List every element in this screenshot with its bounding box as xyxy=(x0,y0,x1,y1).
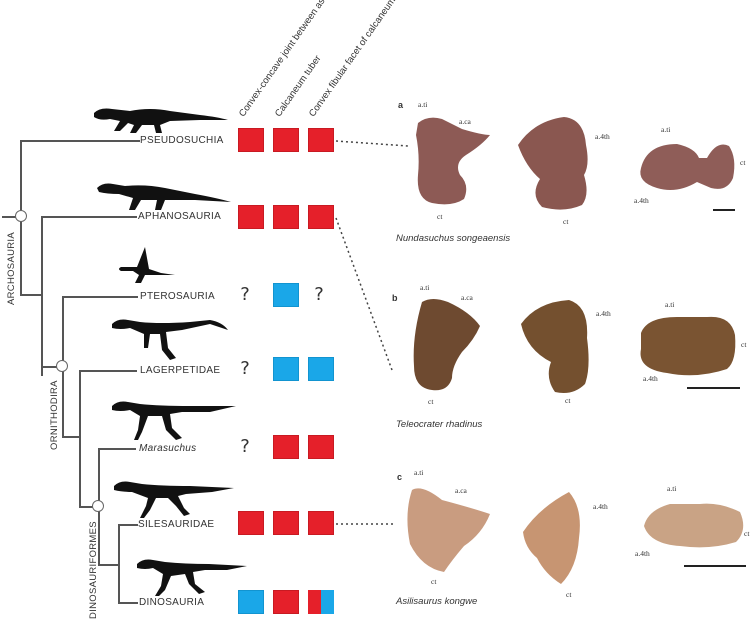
cell-aphanosauria-joint xyxy=(238,205,264,229)
dotted-connectors xyxy=(335,140,409,525)
scale-bar-a xyxy=(713,209,735,211)
cell-pterosauria-tuber xyxy=(273,283,299,307)
clade-label-archosauria: ARCHOSAURIA xyxy=(6,232,17,305)
taxon-label-lagerpetidae: LAGERPETIDAE xyxy=(140,365,221,376)
astragalus-view3-c xyxy=(644,503,744,548)
astragalus-view1-a xyxy=(416,117,490,205)
species-label-c: Asilisaurus kongwe xyxy=(396,596,478,607)
cell-silesauridae-joint xyxy=(238,511,264,535)
astragalus-view3-a xyxy=(640,144,735,190)
astragalus-view2-b xyxy=(521,300,589,393)
panel-letter-a: a xyxy=(398,100,404,110)
lagerpetid-silhouette-icon xyxy=(112,319,228,360)
species-label-a: Nundasuchus songeaensis xyxy=(396,233,511,244)
clade-label-dinosauriformes: DINOSAURIFORMES xyxy=(88,521,99,619)
node-ornithodira xyxy=(56,360,68,372)
pterosaur-silhouette-icon xyxy=(119,247,175,283)
astragalus-view2-a xyxy=(518,117,588,210)
taxon-label-silesauridae: SILESAURIDAE xyxy=(138,519,215,530)
clade-label-ornithodira: ORNITHODIRA xyxy=(49,380,60,450)
cell-pseudosuchia-facet xyxy=(308,128,334,152)
aphanosaur-silhouette-icon xyxy=(97,183,231,210)
cell-silesauridae-tuber xyxy=(273,511,299,535)
astragalus-view1-c xyxy=(407,488,490,572)
astragalus-view3-b xyxy=(640,316,736,376)
taxon-label-aphanosauria: APHANOSAURIA xyxy=(138,211,222,222)
scale-bar-c xyxy=(684,565,746,567)
cell-dinosauria-tuber xyxy=(273,590,299,614)
taxon-label-pseudosuchia: PSEUDOSUCHIA xyxy=(140,135,224,146)
node-dinosauriformes xyxy=(92,500,104,512)
cell-marasuchus-facet xyxy=(308,435,334,459)
marasuchus-silhouette-icon xyxy=(112,401,236,440)
astragalus-view2-c xyxy=(523,492,580,584)
scale-bar-b xyxy=(687,387,740,389)
panel-letter-b: b xyxy=(392,293,398,303)
cell-marasuchus-tuber xyxy=(273,435,299,459)
cell-silesauridae-facet xyxy=(308,511,334,535)
cell-pterosauria-facet-unknown: ? xyxy=(314,284,324,305)
cell-pseudosuchia-joint xyxy=(238,128,264,152)
node-archosauria xyxy=(15,210,27,222)
cell-marasuchus-joint-unknown: ? xyxy=(240,436,250,457)
cell-pseudosuchia-tuber xyxy=(273,128,299,152)
taxon-label-dinosauria: DINOSAURIA xyxy=(139,597,205,608)
cell-aphanosauria-tuber xyxy=(273,205,299,229)
cell-dinosauria-facet-polymorphic xyxy=(308,590,334,614)
cell-dinosauria-joint xyxy=(238,590,264,614)
species-label-b: Teleocrater rhadinus xyxy=(396,419,483,430)
silesaurid-silhouette-icon xyxy=(114,481,234,518)
cell-lagerpetidae-facet xyxy=(308,357,334,381)
cell-pterosauria-joint-unknown: ? xyxy=(240,284,250,305)
cell-lagerpetidae-joint-unknown: ? xyxy=(240,358,250,379)
panel-letter-c: c xyxy=(397,472,403,482)
pseudosuchian-silhouette-icon xyxy=(94,108,228,133)
cell-lagerpetidae-tuber xyxy=(273,357,299,381)
cell-aphanosauria-facet xyxy=(308,205,334,229)
taxon-label-pterosauria: PTEROSAURIA xyxy=(140,291,215,302)
taxon-label-marasuchus: Marasuchus xyxy=(139,443,197,454)
astragalus-view1-b xyxy=(413,299,480,391)
dinosaur-silhouette-icon xyxy=(137,559,247,596)
